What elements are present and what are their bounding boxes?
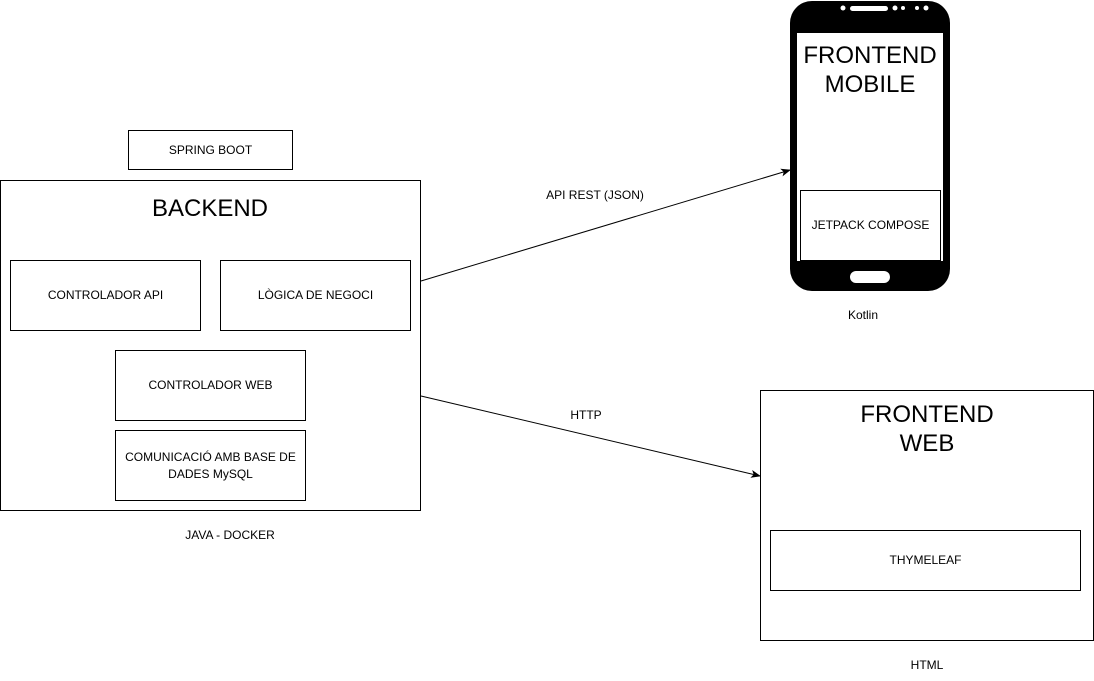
business-logic-label: LÒGICA DE NEGOCI: [257, 288, 374, 303]
spring-boot-box: SPRING BOOT: [128, 130, 293, 170]
web-caption: HTML: [910, 658, 944, 672]
db-communication-label: COMUNICACIÓ AMB BASE DE DADES MySQL: [125, 450, 296, 481]
frontend-web-title: FRONTEND WEB: [860, 401, 994, 457]
arrow-backend-to-web: [420, 395, 761, 478]
business-logic-box: LÒGICA DE NEGOCI: [220, 260, 411, 331]
frontend-web-container: [760, 390, 1094, 641]
jetpack-compose-box: JETPACK COMPOSE: [800, 190, 941, 261]
thymeleaf-label: THYMELEAF: [889, 553, 962, 568]
jetpack-compose-label: JETPACK COMPOSE: [811, 218, 930, 233]
backend-stack-caption: JAVA - DOCKER: [185, 528, 275, 542]
web-controller-box: CONTROLADOR WEB: [115, 350, 306, 421]
spring-boot-label: SPRING BOOT: [168, 142, 253, 157]
thymeleaf-box: THYMELEAF: [770, 530, 1081, 591]
mobile-title-line1: FRONTEND: [803, 42, 937, 69]
api-controller-box: CONTROLADOR API: [10, 260, 201, 331]
web-controller-label: CONTROLADOR WEB: [148, 378, 273, 393]
backend-title: BACKEND: [151, 195, 269, 222]
mobile-title-line2: MOBILE: [824, 70, 916, 98]
mobile-caption: Kotlin: [847, 308, 879, 322]
arrow-backend-to-mobile: [420, 168, 791, 282]
mobile-title: FRONTEND MOBILE: [803, 42, 936, 100]
db-communication-box: COMUNICACIÓ AMB BASE DE DADES MySQL: [115, 430, 306, 501]
http-label: HTTP: [570, 408, 602, 422]
api-controller-label: CONTROLADOR API: [47, 288, 164, 303]
api-rest-label: API REST (JSON): [546, 188, 644, 202]
